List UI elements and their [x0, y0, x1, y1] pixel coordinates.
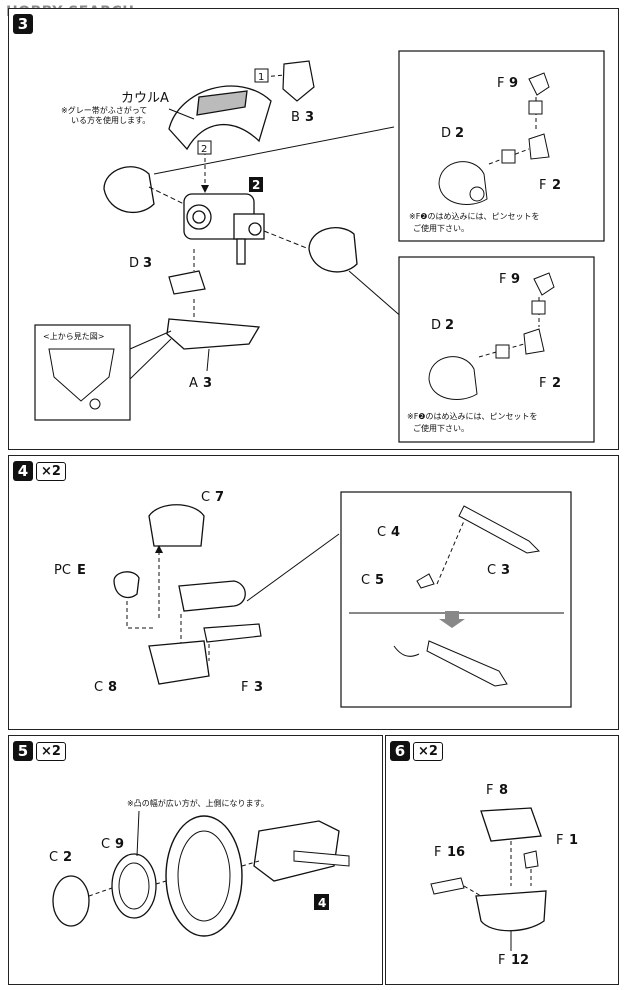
step-5-panel: 5 ×2 4 ※凸の幅が広い方が、上側になります。 C 2 C 9: [8, 735, 383, 985]
step-3-diagram: カウルA ※グレー帯がふさがって いる方を使用します。 1 2 B 3 2 D …: [34, 50, 605, 443]
c8-num: 8: [108, 680, 117, 695]
inset-1: [398, 50, 605, 242]
part-a-label: A: [189, 376, 198, 391]
inset2-note-line2: ご使用下さい。: [413, 423, 469, 433]
step-4-inset: [340, 491, 572, 708]
f3-num: 3: [254, 680, 263, 695]
order-1-label: 1: [258, 72, 264, 83]
core-assembly: [183, 193, 265, 265]
step-3-badge: 3: [13, 13, 33, 35]
part-b-num: 3: [305, 110, 314, 125]
inset1-d-label: D: [441, 126, 451, 141]
step-6-panel: 6 ×2 F 8 F 1 F 16 F 12: [385, 735, 619, 985]
part-a-num: 3: [203, 376, 212, 391]
cowl-a-label: カウルA: [121, 91, 169, 106]
step-multiplier: ×2: [413, 741, 443, 761]
inset1-note-line2: ご使用下さい。: [413, 223, 469, 233]
step-3-panel: 3: [8, 8, 619, 450]
c4-label: C: [377, 525, 386, 540]
f8-label: F: [486, 783, 493, 798]
c7-label: C: [201, 490, 210, 505]
part-d-label: D: [129, 256, 139, 271]
step-4-panel: 4 ×2 C 7 PC E C 8 F 3 C 4 C 5 C 3: [8, 455, 619, 730]
inset2-f-bottom-label: F: [539, 376, 546, 391]
step-number: 5: [13, 741, 33, 761]
step-5-note: ※凸の幅が広い方が、上側になります。: [127, 798, 269, 808]
step-5-diagram: 4 ※凸の幅が広い方が、上側になります。 C 2 C 9: [49, 798, 350, 937]
c3-label: C: [487, 563, 496, 578]
step-5-ref: 4: [318, 896, 326, 910]
c5-num: 5: [375, 573, 384, 588]
left-pod: [103, 166, 155, 213]
c8-label: C: [94, 680, 103, 695]
inset2-f-bottom-num: 2: [552, 376, 561, 391]
f8-num: 8: [499, 783, 508, 798]
order-2-label: 2: [201, 144, 207, 155]
f1-num: 1: [569, 833, 578, 848]
step-4-diagram: C 7 PC E C 8 F 3 C 4 C 5 C 3: [54, 490, 572, 708]
step-4-badge: 4 ×2: [13, 460, 66, 482]
f12-num: 12: [511, 953, 529, 968]
step-number: 4: [13, 461, 33, 481]
inset2-d-num: 2: [445, 318, 454, 333]
step-multiplier: ×2: [36, 461, 66, 481]
step-multiplier: ×2: [36, 741, 66, 761]
inset1-f-bottom-num: 2: [552, 178, 561, 193]
part-b-label: B: [291, 110, 300, 125]
pc-label: PC: [54, 563, 71, 578]
inset2-f-top-label: F: [499, 272, 506, 287]
inset2-f-top-num: 9: [511, 272, 520, 287]
f16-label: F: [434, 845, 441, 860]
pc-num: E: [77, 563, 86, 578]
step-number: 6: [390, 741, 410, 761]
c9-num: 9: [115, 837, 124, 852]
cowl-a-part: [168, 85, 272, 151]
step-number: 3: [13, 14, 33, 34]
c7-num: 7: [215, 490, 224, 505]
step-6-diagram: F 8 F 1 F 16 F 12: [430, 783, 578, 968]
c4-num: 4: [391, 525, 400, 540]
f3-label: F: [241, 680, 248, 695]
inset1-f-top-num: 9: [509, 76, 518, 91]
f16-num: 16: [447, 845, 465, 860]
inset1-f-top-label: F: [497, 76, 504, 91]
c3-num: 3: [501, 563, 510, 578]
subassembly-ref: 2: [252, 178, 260, 192]
part-d-num: 3: [143, 256, 152, 271]
inset1-d-num: 2: [455, 126, 464, 141]
step-6-badge: 6 ×2: [390, 740, 443, 762]
c5-label: C: [361, 573, 370, 588]
top-view-label: <上から見た図>: [43, 332, 104, 341]
part-b3: [282, 60, 315, 102]
f1-label: F: [556, 833, 563, 848]
cowl-note-line1: ※グレー帯がふさがって: [61, 105, 147, 115]
f12-label: F: [498, 953, 505, 968]
step-5-badge: 5 ×2: [13, 740, 66, 762]
c2-num: 2: [63, 850, 72, 865]
c2-label: C: [49, 850, 58, 865]
c9-label: C: [101, 837, 110, 852]
inset1-f-bottom-label: F: [539, 178, 546, 193]
inset1-note-line1: ※F❷のはめ込みには、ピンセットを: [409, 212, 539, 221]
inset2-note-line1: ※F❷のはめ込みには、ピンセットを: [407, 412, 537, 421]
right-pod: [308, 227, 358, 273]
inset2-d-label: D: [431, 318, 441, 333]
cowl-note-line2: いる方を使用します。: [71, 115, 150, 125]
